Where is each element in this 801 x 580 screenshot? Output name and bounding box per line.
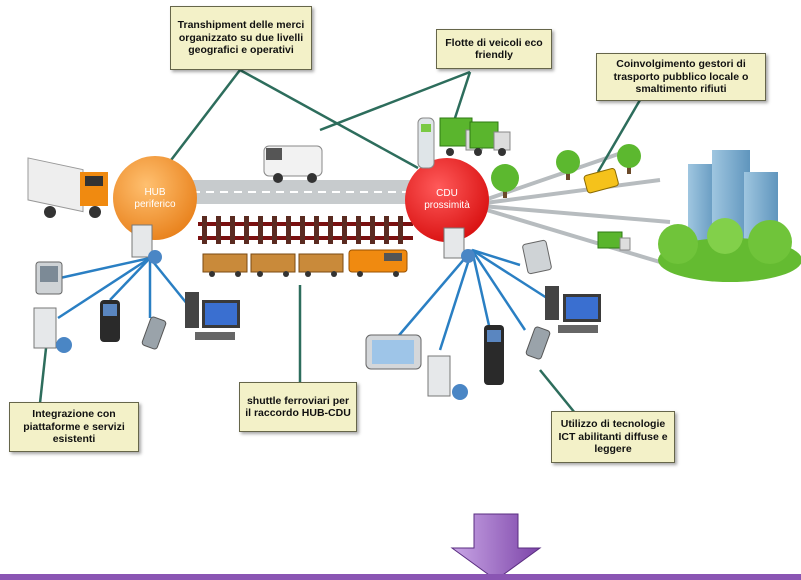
- callout-transhipment: Transhipment delle merci organizzato su …: [170, 6, 312, 70]
- callout-coinvolgimento-text: Coinvolgimento gestori di trasporto pubb…: [613, 58, 749, 96]
- server-icon-right: [427, 355, 468, 400]
- callout-flotte-text: Flotte di veicoli eco friendly: [445, 36, 543, 62]
- bus-icon: [583, 168, 619, 194]
- trees-icon: [491, 144, 641, 198]
- cdu-prossimita-label: CDU prossimità: [415, 188, 479, 212]
- hub-periferico-line2: periferico: [134, 199, 176, 210]
- callout-coinvolgimento: Coinvolgimento gestori di trasporto pubb…: [596, 53, 766, 101]
- handheld-scanner-icon-right: [484, 325, 504, 385]
- van-icon: [263, 145, 323, 183]
- callout-flotte: Flotte di veicoli eco friendly: [436, 29, 552, 69]
- callout-utilizzo-text: Utilizzo di tecnologie ICT abilitanti di…: [558, 418, 668, 456]
- mobile-phone-icon-left: [141, 316, 167, 350]
- freight-train: [202, 249, 408, 277]
- city-buildings-icon: [658, 150, 801, 282]
- mobile-phone-icon-right: [525, 326, 551, 360]
- gps-navigator-icon: [365, 334, 422, 370]
- bottom-purple-bar: [0, 574, 801, 580]
- hub-periferico-line1: HUB: [144, 187, 166, 198]
- pda-icon-left: [35, 261, 63, 295]
- hub-server-icon: [131, 224, 162, 264]
- down-arrow-icon: [450, 513, 542, 580]
- hub-device-links: [57, 256, 189, 320]
- callout-connectors: [38, 68, 642, 414]
- pda-icon-right: [522, 239, 552, 275]
- callout-shuttle: shuttle ferroviari per il raccordo HUB-C…: [239, 382, 357, 432]
- callout-integrazione: Integrazione con piattaforme e servizi e…: [9, 402, 139, 452]
- city-roads: [469, 148, 671, 264]
- callout-shuttle-text: shuttle ferroviari per il raccordo HUB-C…: [245, 394, 351, 420]
- hub-periferico: [113, 156, 197, 240]
- truck-icon: [27, 157, 108, 218]
- desktop-computer-icon-right: [545, 286, 601, 333]
- road: [150, 180, 450, 204]
- server-icon-left: [33, 307, 72, 353]
- eco-trucks-icon: [417, 117, 511, 169]
- cdu-server-icon: [443, 227, 475, 263]
- callout-transhipment-text: Transhipment delle merci organizzato su …: [177, 19, 305, 57]
- hub-periferico-label: HUB periferico: [125, 187, 185, 211]
- railway-track: [198, 216, 413, 244]
- handheld-scanner-icon-left: [100, 300, 120, 342]
- cdu-prossimita: [405, 158, 489, 242]
- cdu-prossimita-line2: prossimità: [424, 200, 470, 211]
- green-truck-icon: [597, 231, 631, 251]
- callout-utilizzo: Utilizzo di tecnologie ICT abilitanti di…: [551, 411, 675, 463]
- desktop-computer-icon-left: [185, 292, 240, 340]
- cdu-device-links: [394, 248, 551, 351]
- callout-integrazione-text: Integrazione con piattaforme e servizi e…: [23, 408, 125, 446]
- cdu-prossimita-line1: CDU: [436, 188, 458, 199]
